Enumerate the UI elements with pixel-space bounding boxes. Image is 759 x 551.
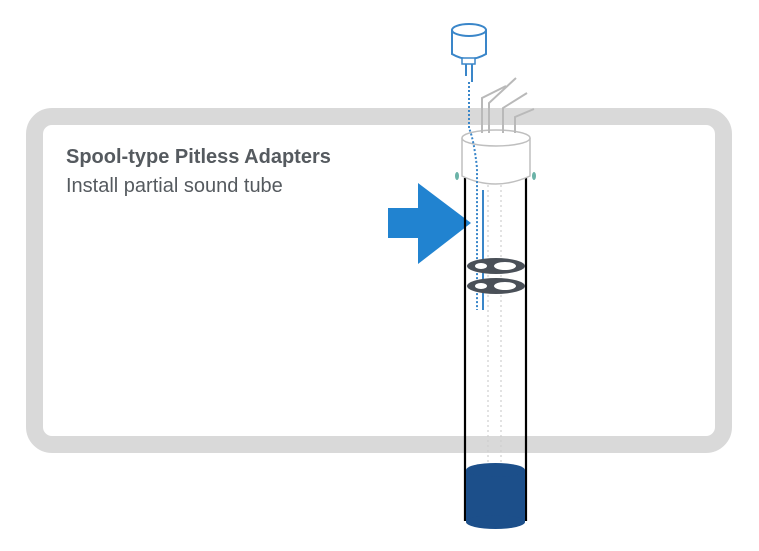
panel-title: Spool-type Pitless Adapters: [66, 146, 331, 168]
spacer-disc-icon: [467, 258, 525, 294]
well-casing: [463, 178, 528, 521]
sound-meter-icon: [451, 23, 487, 82]
well-cap-icon: [455, 129, 536, 185]
seal-left: [455, 172, 459, 180]
content-frame: [26, 108, 732, 453]
drop-pipe: [487, 185, 502, 465]
submersible-pump-icon: [466, 463, 525, 529]
arrow-right-icon: [388, 183, 471, 264]
panel-subtitle: Install partial sound tube: [66, 175, 283, 197]
sound-tube: [468, 82, 484, 310]
cap-conduits: [481, 77, 535, 133]
seal-right: [532, 172, 536, 180]
